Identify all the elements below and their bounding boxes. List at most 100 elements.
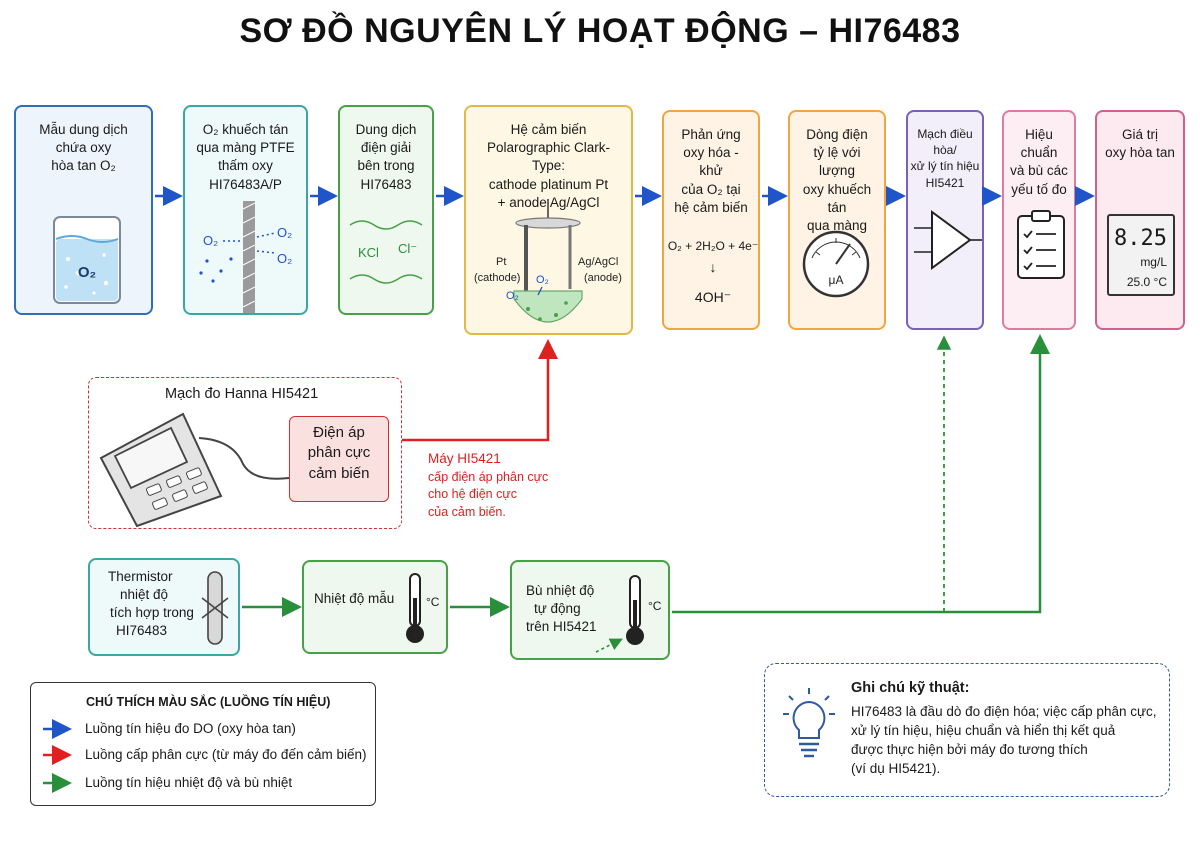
display-temp: 25.0 °C: [1126, 275, 1167, 289]
current-line-4: qua màng: [806, 218, 868, 234]
sample-solution-box: Mẫu dung dịch chứa oxy hòa tan O₂ O₂: [14, 105, 153, 315]
membrane-o2-left: O₂: [203, 233, 218, 248]
clark-o2-a: O₂: [536, 274, 549, 286]
voltage-line-1: Điện áp: [313, 424, 365, 441]
temperature-compensation-box: Bù nhiệt độ tự động trên HI5421 °C: [510, 560, 670, 660]
legend-item-temperature: Luồng tín hiệu nhiệt độ và bù nhiệt: [85, 775, 293, 790]
membrane-line-2: qua màng PTFE: [196, 140, 295, 156]
processing-line-2: xử lý tín hiệu: [910, 159, 980, 174]
temp-comp-line-1: Bù nhiệt độ: [526, 583, 595, 598]
temp-comp-line-2: tự động: [534, 601, 581, 616]
green-feedback-arrow: [595, 638, 623, 653]
current-line-1: Dòng điện: [806, 127, 868, 142]
page-title: SƠ ĐỒ NGUYÊN LÝ HOẠT ĐỘNG – HI76483: [239, 12, 961, 50]
electrolyte-line-4: HI76483: [360, 176, 412, 192]
membrane-line-3: thấm oxy: [218, 158, 273, 174]
thermistor-icon: [201, 571, 229, 645]
note-line-1: HI76483 là đầu dò đo điện hóa; việc cấp …: [851, 704, 1157, 719]
meter-device-icon: [99, 412, 290, 528]
legend-arrows: [43, 719, 72, 793]
thermometer-icon: [406, 573, 424, 643]
beaker-icon: O₂: [53, 216, 121, 304]
calibration-box: Hiệu chuẩn và bù các yếu tố đo: [1002, 110, 1076, 330]
processing-line-3: HI5421: [925, 175, 965, 190]
clark-line-3: cathode platinum Pt: [488, 176, 609, 192]
thermistor-line-3: tích hợp trong: [110, 605, 194, 620]
redox-line-1: Phản ứng: [681, 127, 741, 142]
legend-title: CHÚ THÍCH MÀU SẮC (LUỒNG TÍN HIỆU): [86, 695, 331, 709]
ammeter-unit: μA: [829, 273, 844, 287]
thermistor-line-1: Thermistor: [108, 569, 173, 584]
membrane-icon: O₂ O₂ O₂: [199, 201, 292, 313]
electrolyte-cl: Cl⁻: [398, 241, 417, 256]
display-value: 8.25: [1114, 226, 1167, 251]
legend-item-do: Luồng tín hiệu đo DO (oxy hòa tan): [85, 721, 296, 736]
calibration-line-1: Hiệu chuẩn: [1020, 127, 1058, 161]
calibration-line-3: yếu tố đo: [1011, 181, 1067, 197]
red-annotation-title: Máy HI5421: [428, 451, 501, 466]
red-arrow: [402, 339, 558, 442]
amplifier-icon: [914, 210, 982, 270]
electrolyte-line-2: điện giải: [360, 140, 412, 156]
voltage-line-2: phân cực: [307, 444, 371, 462]
electrolyte-wave-icon: KCl Cl⁻: [349, 220, 423, 284]
note-line-2: xử lý tín hiệu, hiệu chuẩn và hiển thị k…: [851, 723, 1116, 738]
note-line-3: được thực hiện bởi máy đo tương thích: [851, 742, 1088, 757]
calibration-line-2: và bù các: [1010, 163, 1068, 179]
current-line-2: tỷ lệ với lượng: [813, 145, 861, 179]
do-value-line-1: Giá trị: [1121, 127, 1158, 142]
clark-agagcl: Ag/AgCl: [578, 256, 618, 268]
electrolyte-line-1: Dung dịch: [355, 122, 417, 137]
green-arrow-3: [672, 334, 1050, 614]
clark-anode: (anode): [584, 272, 622, 284]
current-line-3: oxy khuếch tán: [802, 181, 872, 215]
thermistor-line-4: HI76483: [116, 623, 168, 638]
redox-line-2: oxy hóa - khử: [683, 145, 739, 179]
note-line-4: (ví dụ HI5421).: [851, 761, 941, 776]
temp-comp-unit: °C: [648, 599, 662, 613]
beaker-o2-label: O₂: [78, 264, 96, 281]
voltage-line-3: cảm biến: [308, 464, 370, 482]
hanna-meter-frame: Mạch đo Hanna HI5421 Điện áp phân cực cả…: [88, 377, 402, 529]
redox-equation: O₂ + 2H₂O + 4e⁻: [667, 239, 759, 253]
thermistor-line-2: nhiệt độ: [120, 587, 169, 602]
display-unit: mg/L: [1140, 255, 1167, 269]
redox-reaction-box: Phản ứng oxy hóa - khử của O₂ tại hệ cảm…: [662, 110, 760, 330]
clark-sensor-icon: Pt (cathode) Ag/AgCl (anode) O₂ O₂: [474, 199, 622, 323]
sample-temperature-box: Nhiệt độ mẫu °C: [302, 560, 448, 654]
electrolyte-line-3: bên trong: [357, 158, 415, 174]
signal-processing-box: Mạch điều hòa/ xử lý tín hiệu HI5421: [906, 110, 984, 330]
membrane-o2-right-top: O₂: [277, 225, 292, 240]
note-title: Ghi chú kỹ thuật:: [851, 680, 970, 696]
sample-temperature-unit: °C: [426, 595, 440, 609]
membrane-diffusion-box: O₂ khuếch tán qua màng PTFE thấm oxy HI7…: [183, 105, 308, 315]
red-annotation-line-2: cho hệ điện cực: [428, 487, 517, 502]
do-value-box: Giá trị oxy hòa tan 8.25 mg/L 25.0 °C: [1095, 110, 1185, 330]
thermistor-box: Thermistor nhiệt độ tích hợp trong HI764…: [88, 558, 240, 656]
sample-solution-line-1: Mẫu dung dịch: [39, 122, 128, 137]
redox-product: 4OH⁻: [694, 289, 732, 305]
hanna-title: Mạch đo Hanna HI5421: [165, 386, 319, 402]
thermometer-icon: [626, 575, 644, 645]
membrane-line-4: HI76483A/P: [209, 176, 282, 192]
red-annotation-line-1: cấp điện áp phân cực: [428, 469, 549, 484]
clark-cathode: (cathode): [474, 272, 520, 284]
clark-line-2: Polarographic Clark-Type:: [486, 140, 611, 174]
color-legend: CHÚ THÍCH MÀU SẮC (LUỒNG TÍN HIỆU) Luồng…: [30, 682, 376, 806]
polarization-voltage-box: Điện áp phân cực cảm biến: [289, 416, 389, 502]
display-screen: 8.25 mg/L 25.0 °C: [1107, 214, 1175, 296]
red-annotation-line-3: của cảm biến.: [428, 504, 506, 519]
membrane-o2-right-bottom: O₂: [277, 251, 292, 266]
current-box: Dòng điện tỷ lệ với lượng oxy khuếch tán…: [788, 110, 886, 330]
technical-note: Ghi chú kỹ thuật: HI76483 là đầu dò đo đ…: [764, 663, 1170, 797]
do-value-line-2: oxy hòa tan: [1105, 145, 1175, 161]
redox-line-3: của O₂ tại: [681, 181, 741, 197]
lightbulb-icon: [783, 688, 835, 758]
sample-solution-line-2: chứa oxy: [55, 140, 112, 156]
clark-sensor-box: Hệ cảm biến Polarographic Clark-Type: ca…: [464, 105, 633, 335]
sample-solution-line-3: hòa tan O₂: [51, 158, 116, 174]
clark-line-1: Hệ cảm biến: [510, 122, 587, 137]
processing-line-1: Mạch điều hòa/: [917, 127, 973, 158]
temp-comp-line-3: trên HI5421: [526, 619, 597, 634]
